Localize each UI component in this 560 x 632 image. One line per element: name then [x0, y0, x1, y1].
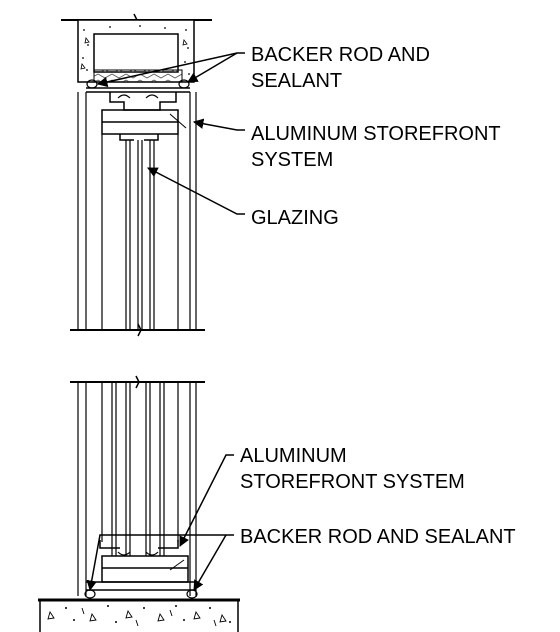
- break-symbol-middle-bottom: [135, 375, 140, 389]
- callout-line: GLAZING: [251, 207, 339, 229]
- callout-line: BACKER ROD AND SEALANT: [240, 526, 516, 548]
- callout-line: ALUMINUM: [240, 445, 347, 467]
- sill-frame-profile: [86, 540, 196, 591]
- break-symbol-middle-top: [137, 323, 142, 337]
- head-frame-verticals: [77, 92, 197, 330]
- leader-top-storefront: [192, 118, 245, 131]
- callout-top-aluminum-storefront: ALUMINUM STOREFRONT SYSTEM: [251, 121, 501, 173]
- leader-glazing: [147, 167, 245, 215]
- callout-glazing: GLAZING: [251, 205, 339, 231]
- sill-detail: [38, 375, 240, 632]
- callout-bottom-aluminum-storefront: ALUMINUM STOREFRONT SYSTEM: [240, 443, 465, 495]
- head-sealant-hatch: [93, 69, 183, 83]
- sill-frame-verticals: [77, 382, 197, 596]
- leader-bottom-storefront: [179, 454, 234, 547]
- head-frame-profile: [86, 87, 190, 141]
- floor-slab: [38, 598, 240, 632]
- leader-top-sealant-2: [187, 52, 238, 83]
- leader-bottom-sealant-1: [86, 534, 234, 592]
- leader-bottom-sealant-2: [193, 534, 227, 591]
- callout-line: ALUMINUM STOREFRONT: [251, 123, 501, 145]
- sill-glazing-lines: [111, 382, 165, 556]
- callout-line: BACKER ROD AND: [251, 44, 430, 66]
- callout-top-backer-rod-sealant: BACKER ROD AND SEALANT: [251, 42, 430, 94]
- callout-bottom-backer-rod-sealant: BACKER ROD AND SEALANT: [240, 524, 516, 550]
- sill-backer-rod-right: [186, 589, 198, 599]
- callout-line: SYSTEM: [251, 149, 334, 171]
- callout-line: SEALANT: [251, 70, 343, 92]
- leader-lines: [86, 52, 245, 592]
- callout-line: STOREFRONT SYSTEM: [240, 471, 465, 493]
- head-detail: [61, 13, 212, 337]
